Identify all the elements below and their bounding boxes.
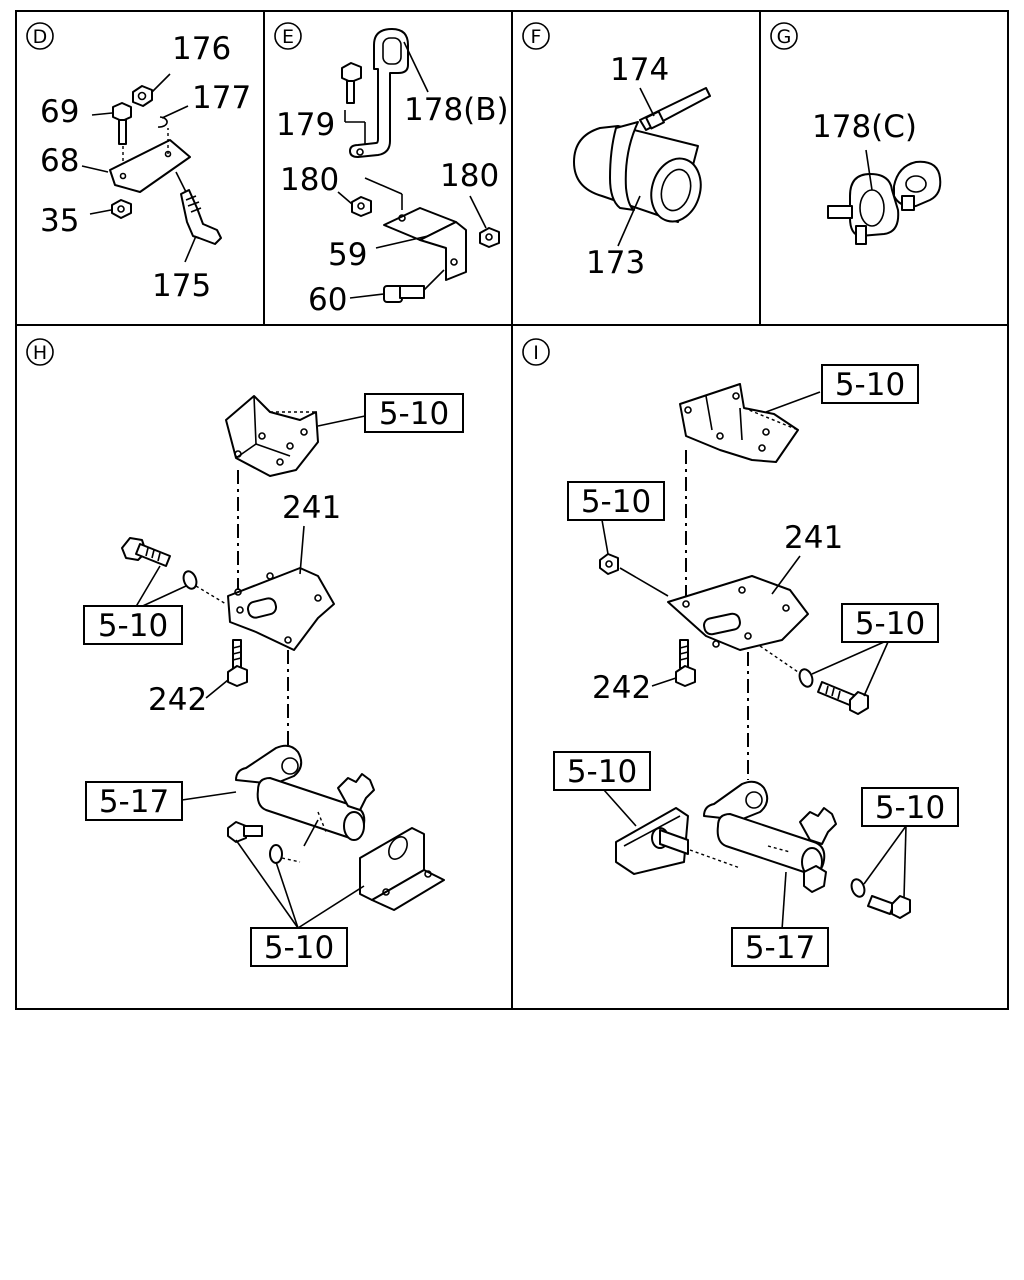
panel-letter-i: I bbox=[533, 342, 539, 364]
callout-174: 174 bbox=[610, 52, 669, 88]
panel-letter-circle-g bbox=[770, 22, 798, 50]
part-bolt-69 bbox=[91, 102, 132, 165]
part-nut-i bbox=[599, 553, 669, 597]
panel-i: I 5-10 5-10 bbox=[522, 338, 959, 967]
part-plate-241-i bbox=[667, 575, 809, 651]
callout-180-right: 180 bbox=[440, 158, 499, 194]
part-mount-bracket-top bbox=[225, 395, 319, 477]
callout-68: 68 bbox=[40, 143, 79, 179]
callout-69: 69 bbox=[40, 94, 79, 130]
part-bolt-242-i bbox=[675, 639, 696, 687]
part-bracket-59 bbox=[375, 207, 467, 281]
part-clip-177 bbox=[157, 105, 189, 128]
part-bolt-washer-right-i bbox=[850, 878, 911, 919]
part-bolt-60 bbox=[349, 269, 445, 303]
callout-180-left: 180 bbox=[280, 162, 339, 198]
part-hinge-assembly-h bbox=[227, 744, 445, 911]
part-hinge-assembly-i bbox=[703, 780, 837, 893]
callout-242-h: 242 bbox=[148, 682, 207, 718]
callout-241-i: 241 bbox=[784, 520, 843, 556]
callout-ref-5-10-top-i: 5-10 bbox=[835, 367, 905, 403]
panel-letter-circle-i bbox=[522, 338, 550, 366]
callout-ref-5-17-h: 5-17 bbox=[99, 784, 169, 820]
panel-letter-d: D bbox=[33, 26, 48, 48]
callout-ref-5-10-bottom-h: 5-10 bbox=[264, 930, 334, 966]
callout-178c: 178(C) bbox=[812, 109, 917, 145]
part-nut-35 bbox=[89, 199, 132, 219]
callout-ref-5-10-bolt-i: 5-10 bbox=[855, 606, 925, 642]
callout-ref-5-10-left-i: 5-10 bbox=[567, 754, 637, 790]
callout-241-h: 241 bbox=[282, 490, 341, 526]
part-bolt-242-h bbox=[227, 639, 248, 687]
part-side-bracket-i bbox=[615, 807, 741, 875]
part-bolt-washer-h bbox=[121, 537, 227, 605]
part-plate-241-h bbox=[227, 567, 335, 651]
callout-ref-5-17-i: 5-17 bbox=[745, 930, 815, 966]
callout-ref-5-10-right-i: 5-10 bbox=[875, 790, 945, 826]
part-mount-bracket-top-i bbox=[679, 383, 799, 463]
callout-ref-5-10-bolt-h: 5-10 bbox=[98, 608, 168, 644]
panel-d: D 176 177 69 68 35 175 bbox=[26, 22, 251, 304]
callout-173: 173 bbox=[586, 245, 645, 281]
callout-59: 59 bbox=[328, 237, 367, 273]
panel-letter-h: H bbox=[33, 342, 47, 364]
part-clip-178c bbox=[827, 149, 942, 245]
part-bracket-68 bbox=[81, 128, 191, 193]
panel-h: H 5-10 241 bbox=[26, 338, 464, 967]
panel-f: F 174 173 bbox=[522, 22, 711, 281]
panel-letter-e: E bbox=[282, 26, 294, 48]
callout-176: 176 bbox=[172, 31, 231, 67]
callout-178b: 178(B) bbox=[404, 92, 509, 128]
part-bolt-179 bbox=[341, 62, 366, 145]
callout-ref-5-10-nut-i: 5-10 bbox=[581, 484, 651, 520]
callout-35: 35 bbox=[40, 203, 79, 239]
panel-e: E 179 178(B) 180 180 59 60 bbox=[274, 22, 509, 318]
panel-frames bbox=[15, 10, 1009, 1010]
callout-177: 177 bbox=[192, 80, 251, 116]
panel-letter-f: F bbox=[531, 26, 542, 48]
callout-ref-5-10-top-h: 5-10 bbox=[379, 396, 449, 432]
panel-letter-g: G bbox=[777, 26, 792, 48]
callout-179: 179 bbox=[276, 107, 335, 143]
part-nut-176 bbox=[132, 73, 171, 107]
callout-60: 60 bbox=[308, 282, 347, 318]
panel-letter-circle-h bbox=[26, 338, 54, 366]
panel-letter-circle-f bbox=[522, 22, 550, 50]
callout-175: 175 bbox=[152, 268, 211, 304]
callout-242-i: 242 bbox=[592, 670, 651, 706]
panel-letter-circle-d bbox=[26, 22, 54, 50]
part-bolt-washer-i bbox=[759, 645, 869, 715]
part-stay-178b bbox=[349, 28, 429, 158]
panel-letter-circle-e bbox=[274, 22, 302, 50]
part-nut-180-right bbox=[469, 195, 500, 248]
part-fitting-175 bbox=[175, 171, 222, 263]
part-hose-173 bbox=[573, 125, 702, 223]
panel-g: G 178(C) bbox=[770, 22, 942, 245]
part-tie-174 bbox=[609, 87, 711, 247]
part-nut-180-left bbox=[337, 177, 403, 217]
